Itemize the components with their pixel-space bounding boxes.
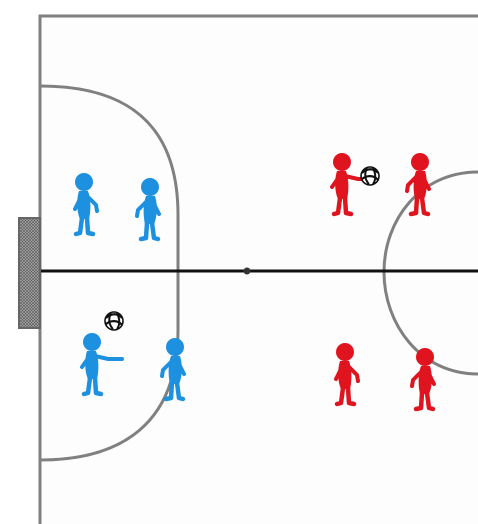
ball-icon [361, 167, 379, 185]
center-mark [244, 268, 251, 275]
ball-icon [105, 312, 123, 330]
goal [19, 218, 40, 328]
